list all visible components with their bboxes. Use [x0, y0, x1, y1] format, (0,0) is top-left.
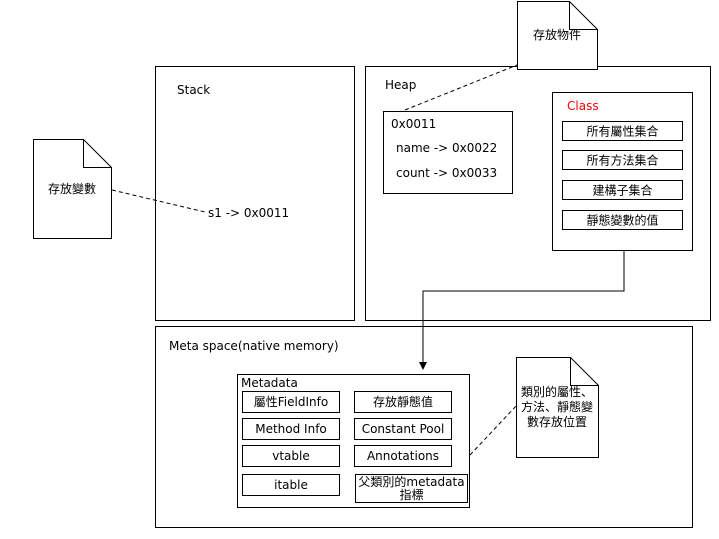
metadata-parent-pointer: 父類別的metadata: [358, 474, 464, 489]
class-box: Class 所有屬性集合 所有方法集合 建構子集合 靜態變數的值: [552, 92, 693, 251]
stack-entry-s1: s1 -> 0x0011: [208, 206, 289, 220]
metadata-item: Annotations: [367, 449, 439, 463]
note-objects-text: 存放物件: [533, 27, 581, 42]
note-class-info-text: 方法、靜態變: [521, 399, 593, 414]
heap-object-field: name -> 0x0022: [396, 141, 497, 155]
class-item: 靜態變數的值: [586, 213, 658, 228]
metadata-item: 存放靜態值: [373, 394, 433, 409]
metadata-title: Metadata: [241, 376, 298, 390]
metaspace-container: Meta space(native memory) Metadata 屬性Fie…: [155, 326, 693, 528]
metadata-item-box: [242, 418, 340, 440]
note-variables: 存放變數: [33, 139, 112, 239]
metadata-box: Metadata 屬性FieldInfo Method Info vtable …: [237, 374, 470, 508]
class-item-box: [562, 180, 683, 200]
metadata-item: vtable: [272, 449, 310, 463]
metadata-item-box: [242, 445, 340, 467]
metadata-item: Method Info: [255, 422, 327, 436]
class-item: 建構子集合: [592, 183, 652, 198]
heap-object-address: 0x0011: [391, 117, 436, 131]
metadata-parent-pointer: 指標: [399, 487, 423, 502]
heap-title: Heap: [385, 78, 416, 92]
note-variables-text: 存放變數: [48, 181, 96, 196]
class-item: 所有方法集合: [586, 153, 658, 168]
class-item-box: [562, 210, 683, 230]
note-class-info: 類別的屬性、 方法、靜態變 數存放位置: [516, 357, 599, 458]
class-item-box: [562, 121, 683, 141]
heap-container: Heap 0x0011 name -> 0x0022 count -> 0x00…: [365, 66, 711, 321]
metadata-item: itable: [274, 478, 308, 492]
dashed-link-objects: [404, 62, 523, 111]
note-objects: 存放物件: [517, 1, 598, 70]
note-class-info-text: 類別的屬性、: [521, 384, 593, 399]
metadata-item-box: [354, 391, 452, 413]
stack-container: Stack s1 -> 0x0011: [155, 66, 355, 321]
note-class-info-text: 數存放位置: [527, 414, 587, 429]
metadata-item-box: [354, 445, 452, 467]
class-to-metadata-arrow: [419, 251, 625, 370]
metaspace-title: Meta space(native memory): [169, 339, 339, 353]
metadata-parent-pointer-box: [355, 474, 468, 503]
class-item-box: [562, 150, 683, 170]
dashed-link-metadata: [469, 404, 518, 456]
metadata-item-box: [354, 418, 452, 440]
class-box-title: Class: [567, 99, 599, 113]
metadata-item-box: [242, 474, 340, 496]
heap-object: 0x0011 name -> 0x0022 count -> 0x0033: [383, 111, 513, 194]
heap-object-field: count -> 0x0033: [396, 166, 497, 180]
dashed-link-variables: [111, 189, 206, 213]
metadata-item-box: [242, 391, 340, 413]
metadata-item: Constant Pool: [362, 422, 445, 436]
metadata-item: 屬性FieldInfo: [254, 395, 328, 409]
stack-title: Stack: [177, 83, 210, 97]
class-item: 所有屬性集合: [586, 124, 658, 139]
